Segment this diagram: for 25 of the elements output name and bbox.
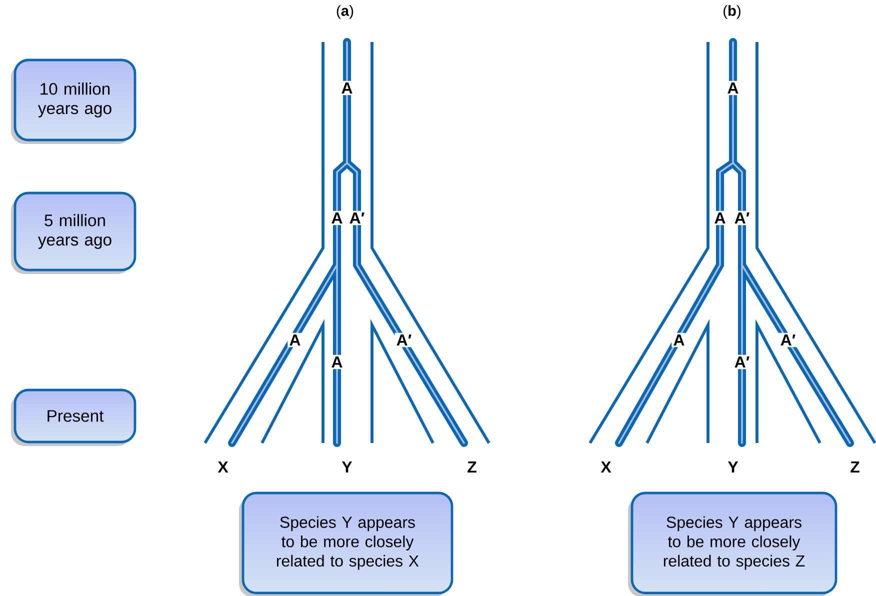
species-label: X [600, 462, 612, 472]
gene-label: A [726, 80, 740, 96]
time-box: 10 million years ago [11, 58, 136, 144]
gene-label: A [340, 80, 354, 96]
time-box: 5 million years ago [11, 192, 136, 274]
gene-label: A′ [732, 210, 752, 226]
species-label: Y [342, 462, 352, 472]
species-label: X [218, 462, 228, 472]
species-label: Z [468, 462, 476, 472]
gene-label: A′ [394, 332, 414, 348]
gene-label: A [330, 210, 344, 226]
time-box: Present [11, 388, 136, 446]
gene-label: A′ [348, 210, 366, 226]
gene-label: A′ [778, 332, 798, 348]
gene-label: A [672, 332, 686, 348]
gene-label: A′ [732, 354, 752, 370]
gene-label: A [712, 210, 728, 226]
species-label: Y [728, 462, 738, 472]
caption-box: Species Y appears to be more closely related to species Z [628, 492, 838, 596]
gene-label: A [330, 354, 344, 370]
gene-label: A [288, 332, 302, 348]
panel-label: (b) [724, 5, 740, 19]
species-label: Z [850, 462, 860, 472]
panel-label: (a) [336, 5, 354, 19]
caption-box: Species Y appears to be more closely related to species X [239, 492, 454, 596]
